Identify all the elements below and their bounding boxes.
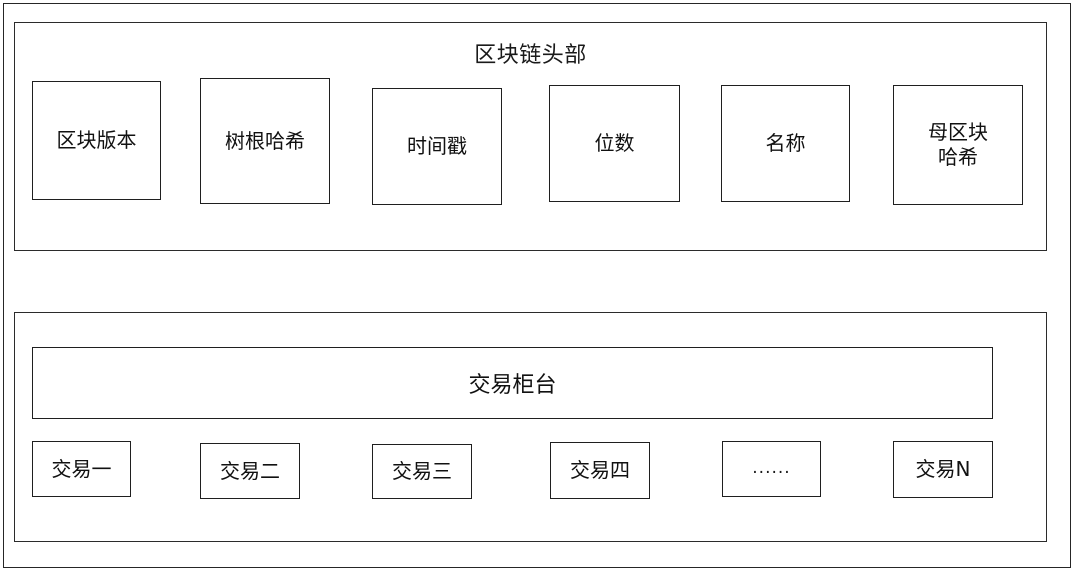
header-field-box: 名称	[721, 85, 850, 202]
transaction-label: 交易二	[220, 458, 280, 483]
transaction-box: 交易一	[32, 441, 131, 497]
header-field-label: 区块版本	[56, 128, 137, 152]
header-field-label: 树根哈希	[225, 128, 305, 153]
header-field-box: 母区块哈希	[893, 85, 1023, 205]
transaction-label: 交易一	[51, 456, 112, 481]
transaction-box: 交易二	[200, 443, 300, 499]
transaction-label: 交易三	[392, 459, 452, 483]
block-header-panel: 区块链头部	[14, 22, 1047, 251]
header-field-label: 母区块哈希	[928, 120, 988, 169]
transaction-label: 交易N	[915, 457, 971, 481]
header-field-box: 树根哈希	[200, 78, 330, 204]
header-field-box: 区块版本	[32, 81, 161, 200]
header-field-label: 位数	[594, 131, 635, 155]
transaction-box: 交易三	[372, 444, 472, 499]
header-field-label: 时间戳	[407, 134, 467, 158]
transaction-label: 交易四	[570, 458, 630, 482]
header-field-box: 位数	[549, 85, 680, 202]
block-header-title: 区块链头部	[474, 43, 587, 68]
transaction-ellipsis-box: ......	[722, 441, 821, 497]
header-field-box: 时间戳	[372, 88, 502, 205]
transaction-box: 交易四	[550, 442, 650, 499]
transaction-counter-bar: 交易柜台	[32, 347, 993, 419]
transaction-box: 交易N	[893, 441, 993, 498]
header-field-label: 名称	[765, 131, 806, 155]
transaction-label: ......	[752, 458, 791, 479]
